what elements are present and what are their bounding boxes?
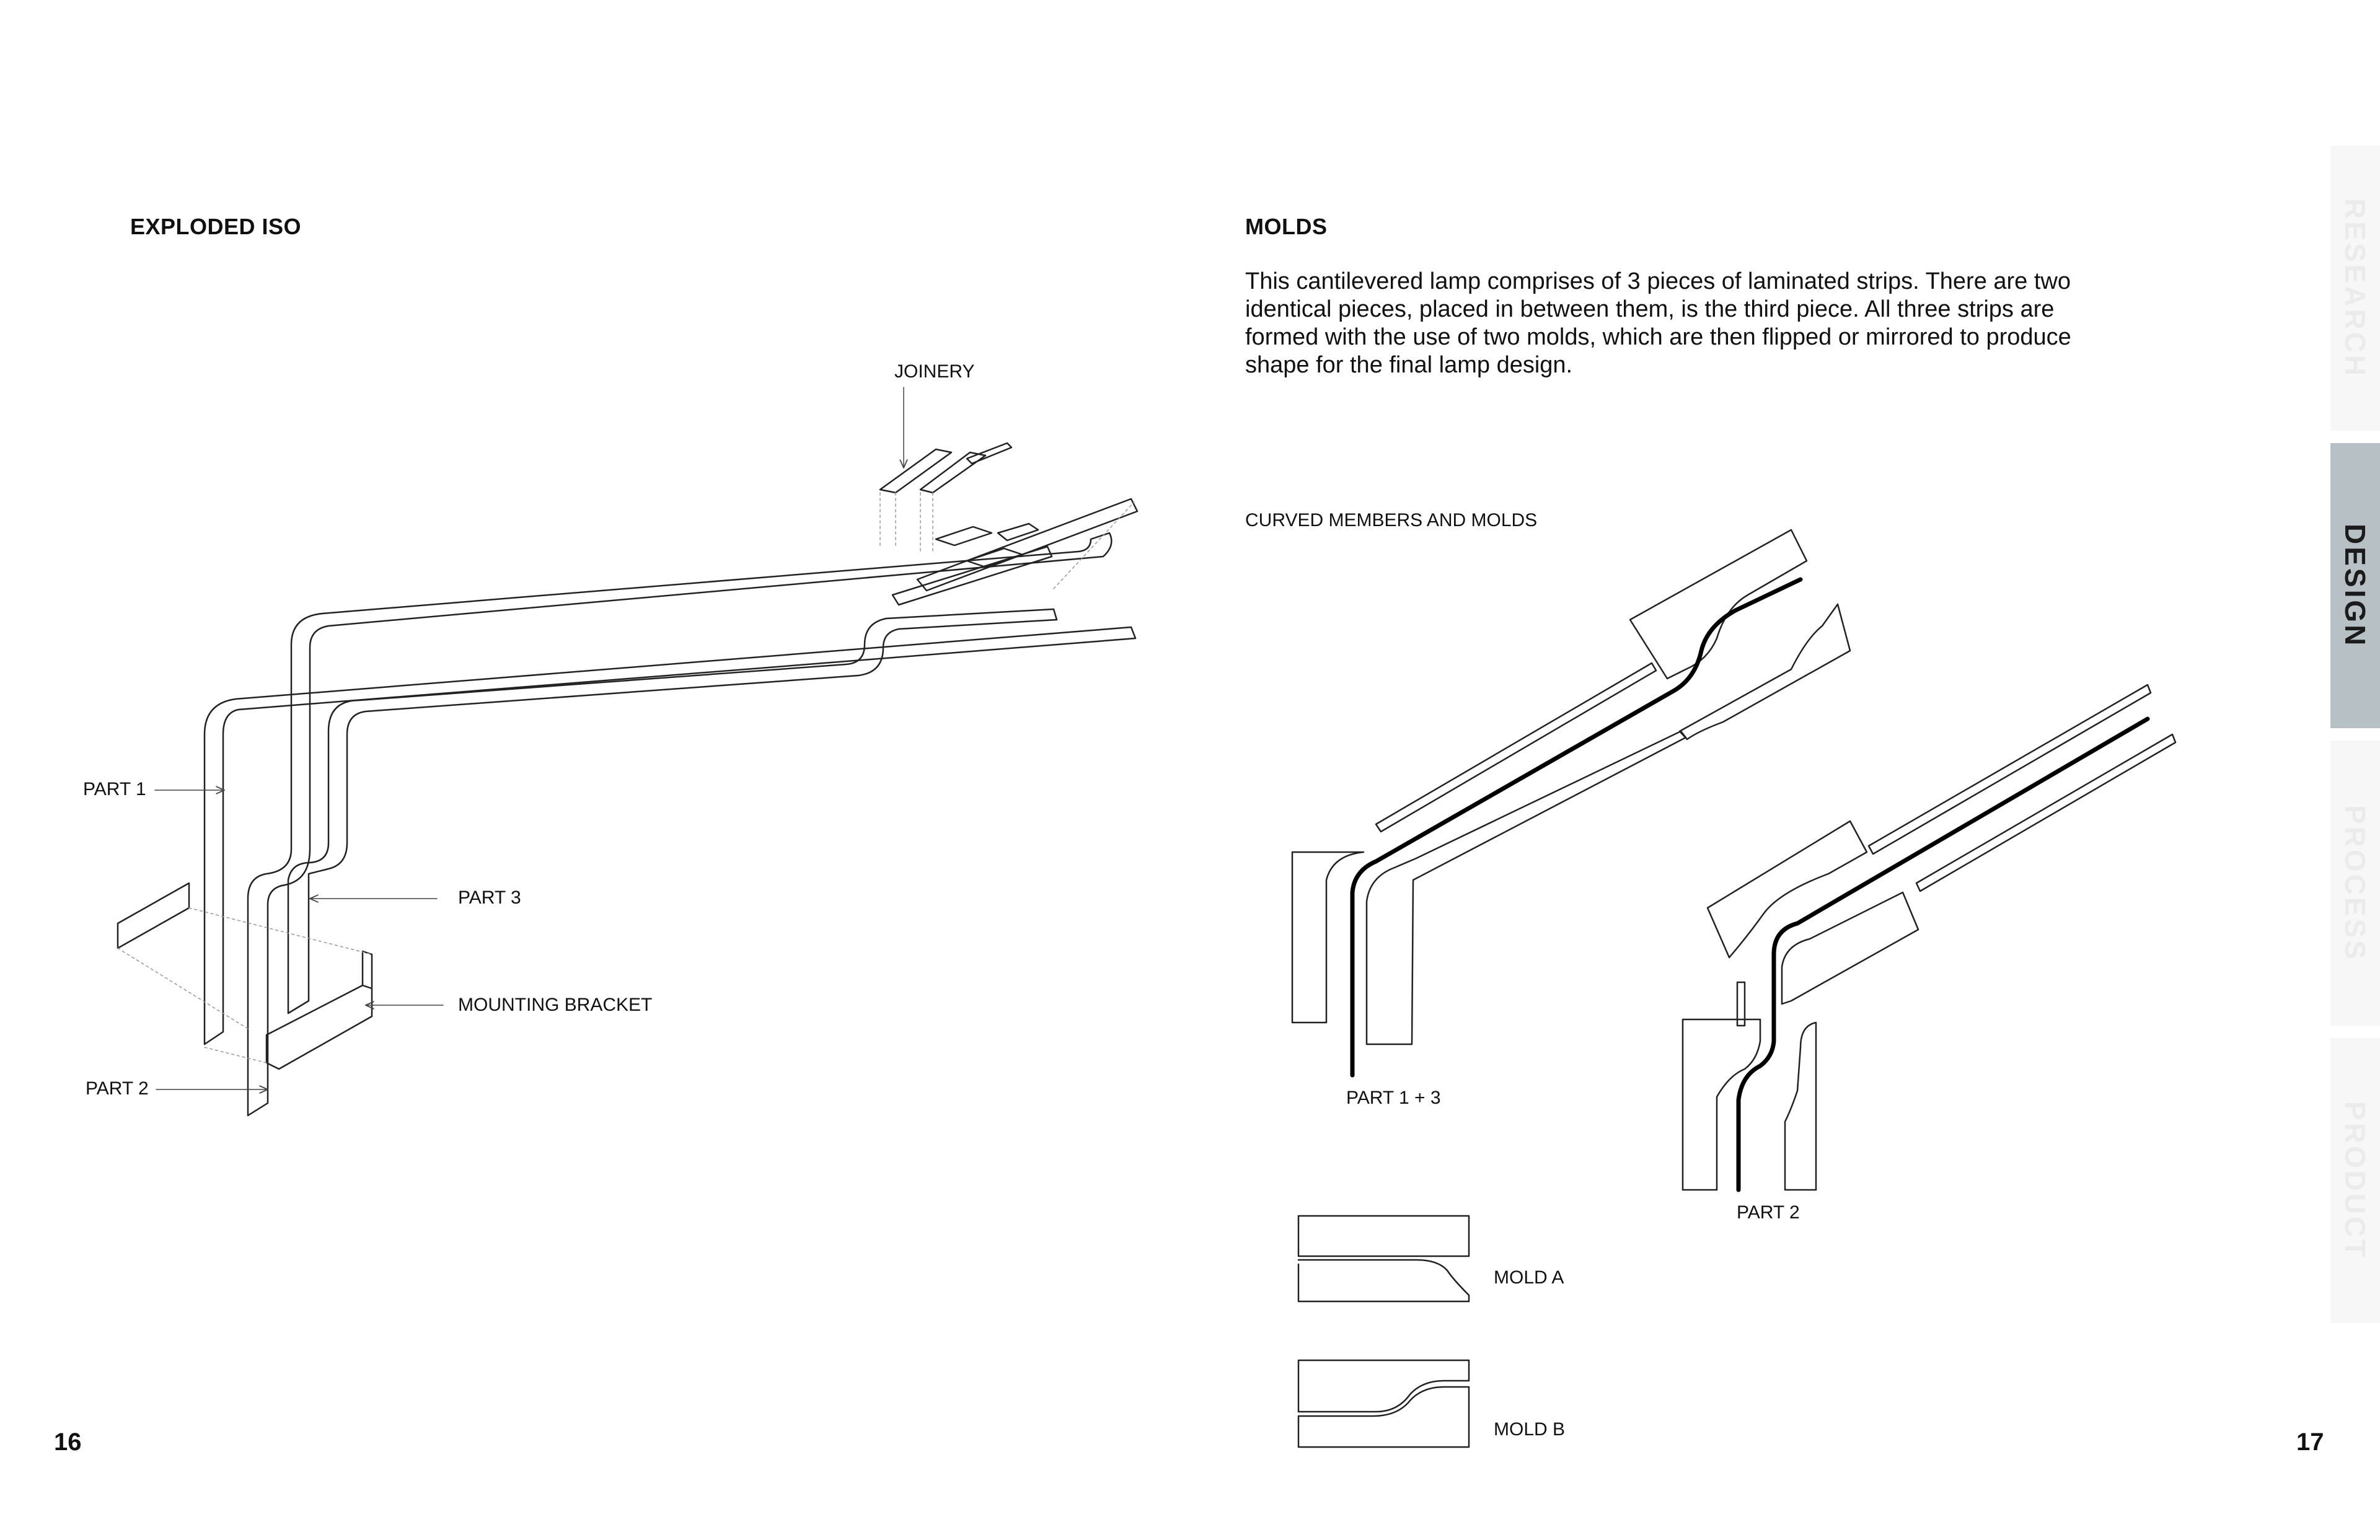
part13-curved-member bbox=[1350, 577, 1803, 1078]
label-joinery: JOINERY bbox=[894, 361, 975, 382]
mounting-bracket bbox=[265, 950, 373, 1070]
part13-top-mold bbox=[1629, 529, 1808, 680]
label-part2-left: PART 2 bbox=[86, 1078, 149, 1099]
joinery-piece-3 bbox=[966, 442, 1013, 465]
label-mold-a: MOLD A bbox=[1494, 1267, 1564, 1288]
part2-strip bbox=[247, 532, 1113, 1117]
part2-small-rect bbox=[1736, 981, 1746, 1027]
part2-top-mold bbox=[1706, 820, 1868, 959]
part13-lower-mold bbox=[1365, 730, 1687, 1045]
tab-research[interactable]: RESEARCH bbox=[2330, 146, 2380, 431]
mold-b-drawing bbox=[1297, 1359, 1470, 1448]
joinery-blocks bbox=[935, 522, 1039, 568]
molds-description: This cantilevered lamp comprises of 3 pi… bbox=[1245, 268, 2071, 378]
tab-process-label: PROCESS bbox=[2339, 804, 2371, 962]
joinery-piece-2 bbox=[919, 451, 987, 494]
tab-product-label: PRODUCT bbox=[2339, 1101, 2371, 1260]
exploded-iso-drawing bbox=[117, 387, 1139, 1117]
loose-plate bbox=[117, 882, 190, 949]
label-mounting-bracket: MOUNTING BRACKET bbox=[458, 995, 653, 1015]
molds-heading: MOLDS bbox=[1245, 214, 1328, 239]
part2-curved-member bbox=[1736, 716, 2150, 1192]
tab-process[interactable]: PROCESS bbox=[2330, 741, 2380, 1026]
part13-bottom-mold bbox=[1678, 603, 1851, 741]
page-number-right: 17 bbox=[2296, 1428, 2324, 1456]
label-mold-b: MOLD B bbox=[1494, 1419, 1566, 1440]
curved-members-subheading: CURVED MEMBERS AND MOLDS bbox=[1245, 510, 1538, 530]
label-part2-right: PART 2 bbox=[1737, 1202, 1800, 1223]
page-number-left: 16 bbox=[54, 1428, 82, 1456]
part3-end bbox=[891, 545, 1053, 606]
tab-design-label: DESIGN bbox=[2339, 523, 2371, 648]
exploded-iso-heading: EXPLODED ISO bbox=[130, 214, 302, 239]
tab-product[interactable]: PRODUCT bbox=[2330, 1038, 2380, 1323]
part2-thin-strip-upper bbox=[1867, 684, 2152, 855]
part1-end bbox=[916, 498, 1139, 592]
part13-upper-strip bbox=[1375, 662, 1657, 833]
part1-strip bbox=[203, 626, 1137, 1045]
label-part1: PART 1 bbox=[83, 779, 146, 799]
part3-strip bbox=[287, 608, 1058, 1014]
part13-upper-left-mold bbox=[1291, 851, 1365, 1024]
part2-lower-right-mold bbox=[1784, 1021, 1817, 1191]
part2-thin-strip-lower bbox=[1915, 733, 2177, 892]
part13-mold-assembly bbox=[1291, 529, 1851, 1078]
label-part13: PART 1 + 3 bbox=[1346, 1088, 1441, 1108]
tab-research-label: RESEARCH bbox=[2339, 198, 2371, 379]
joinery-piece-1 bbox=[879, 448, 953, 494]
part2-right-mold bbox=[1781, 891, 1919, 1005]
part2-mold-assembly bbox=[1681, 684, 2177, 1192]
label-part3: PART 3 bbox=[458, 887, 521, 908]
tab-design[interactable]: DESIGN bbox=[2330, 443, 2380, 728]
part2-left-mold bbox=[1681, 1018, 1761, 1191]
mold-a-drawing bbox=[1297, 1215, 1470, 1303]
